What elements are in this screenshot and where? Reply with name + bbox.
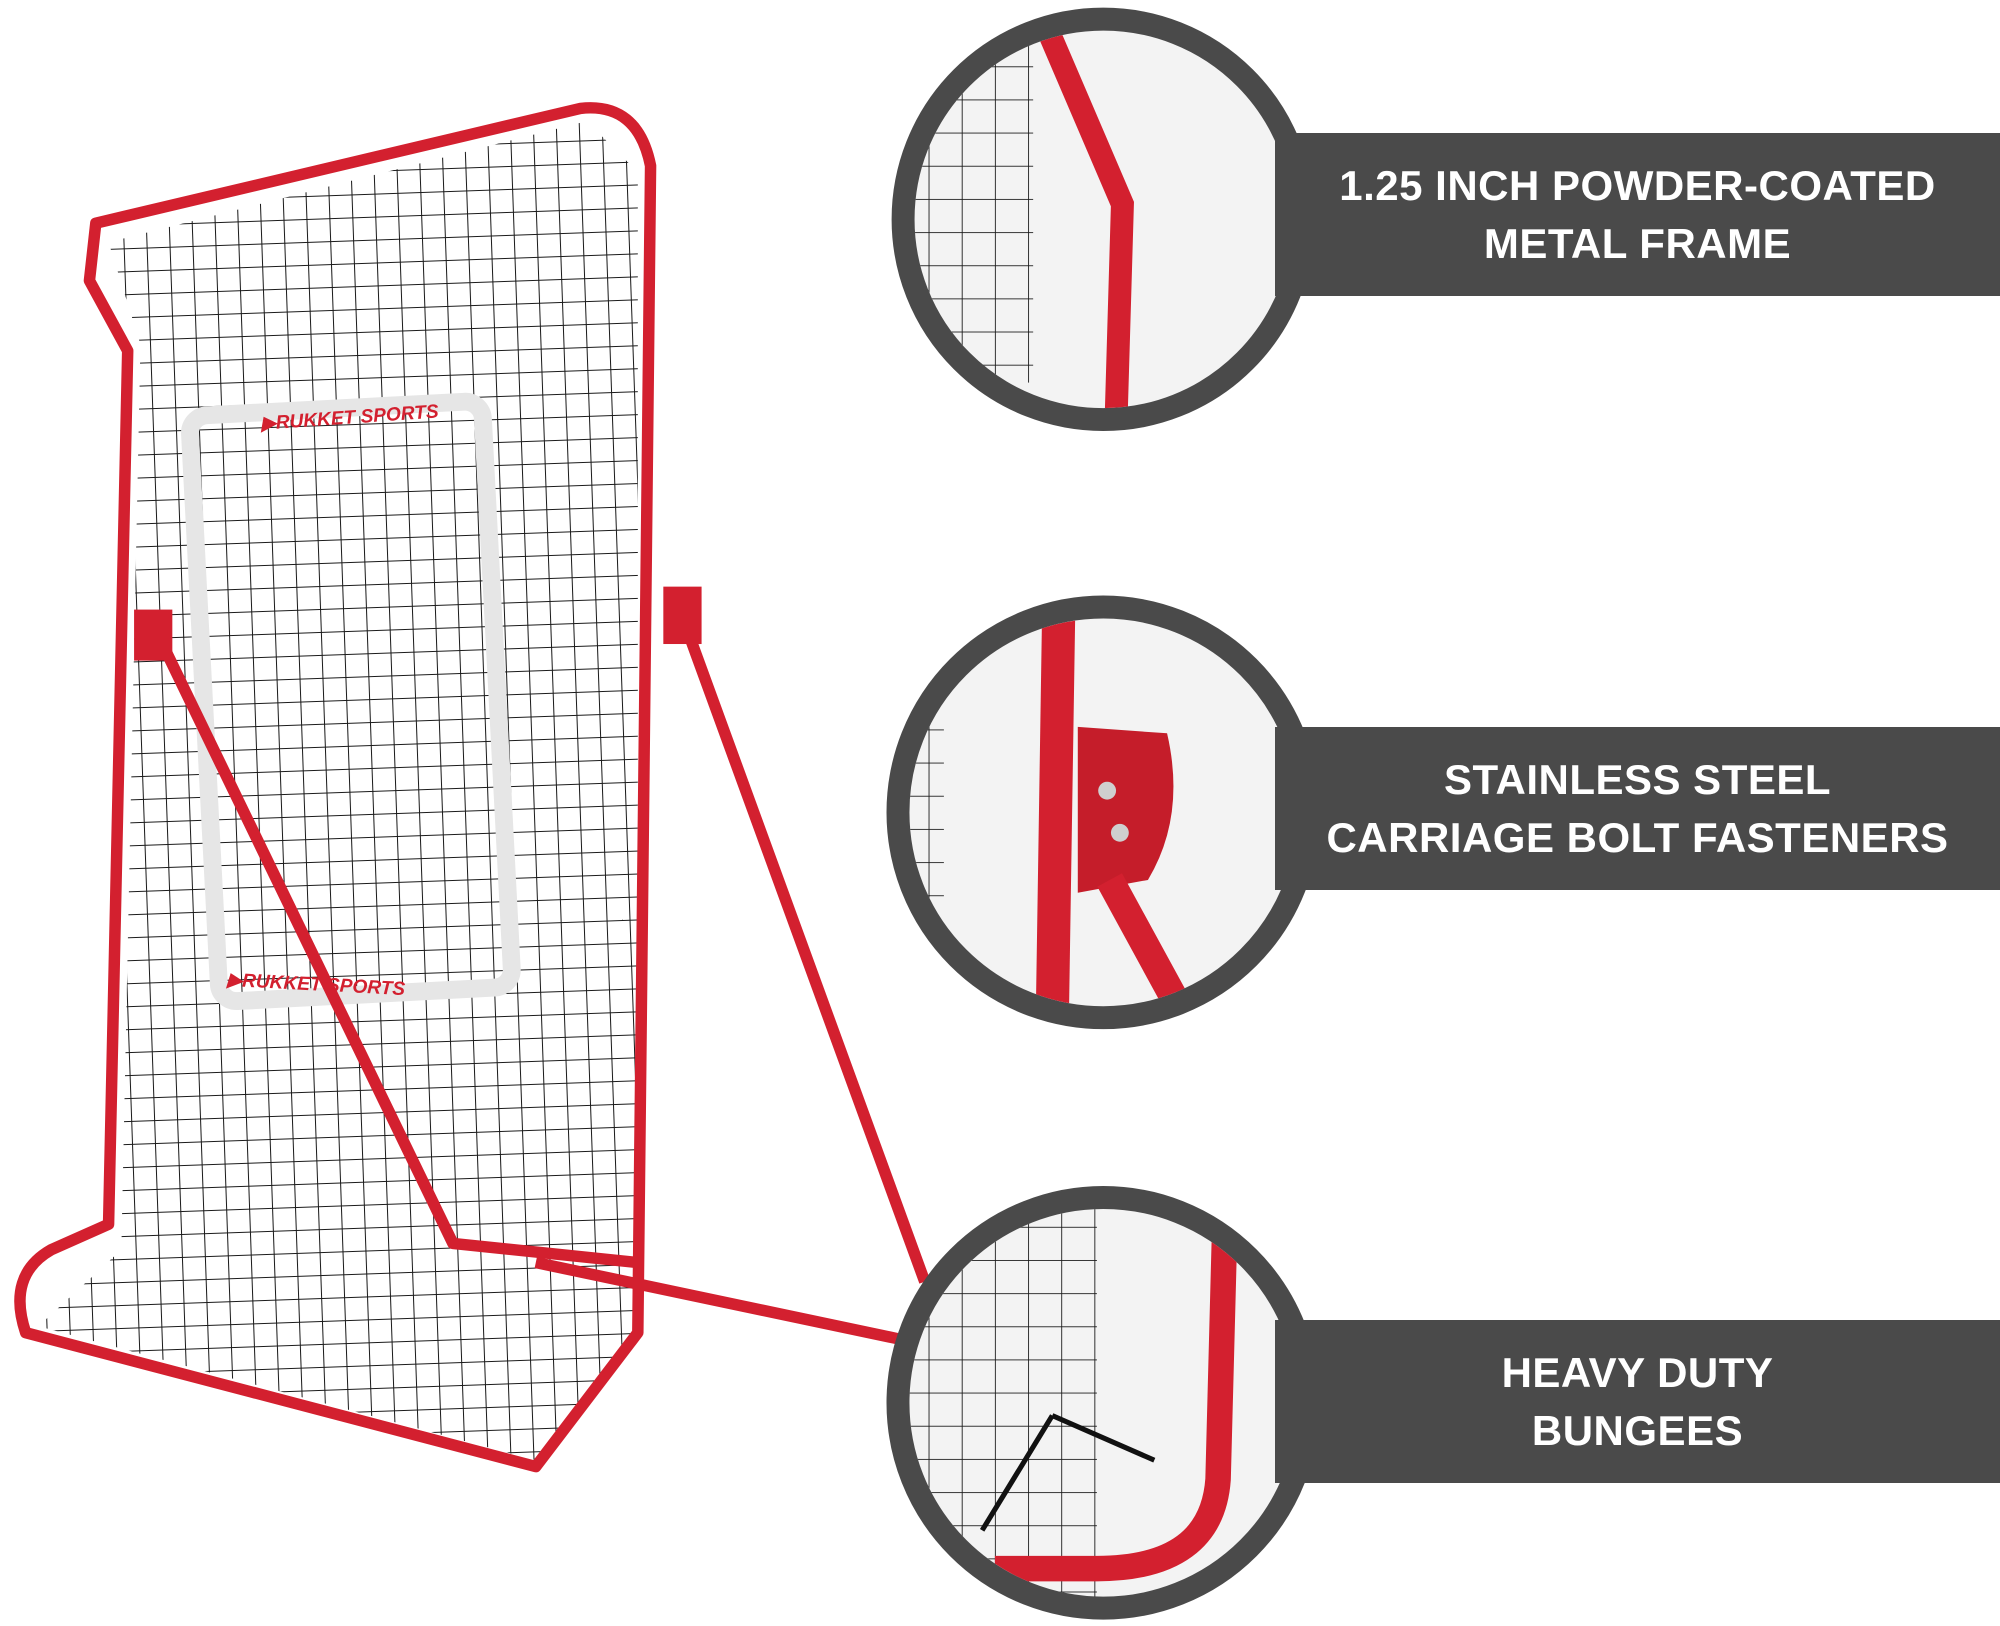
feature-line: STAINLESS STEEL	[1443, 755, 1832, 803]
bracket-left	[134, 609, 173, 661]
feature-banner-bungees: HEAVY DUTY BUNGEES	[1275, 1320, 2000, 1483]
rebounder-net: ▶RUKKET SPORTS ▶RUKKET SPORTS	[38, 121, 638, 1461]
feature-banner-frame: 1.25 INCH POWDER-COATED METAL FRAME	[1275, 133, 2000, 296]
rebounder-frame	[14, 102, 931, 1473]
detail-circle-frame	[891, 7, 1315, 432]
feature-line: HEAVY DUTY	[1501, 1348, 1774, 1396]
target-zone	[181, 392, 521, 1011]
feature-banner-fasteners: STAINLESS STEEL CARRIAGE BOLT FASTENERS	[1275, 727, 2000, 890]
detail-circle-bungee	[886, 1186, 1321, 1620]
bracket-right	[663, 586, 702, 645]
feature-line: 1.25 INCH POWDER-COATED	[1339, 161, 1936, 209]
feature-line: CARRIAGE BOLT FASTENERS	[1326, 813, 1949, 861]
feature-line: BUNGEES	[1531, 1406, 1744, 1454]
detail-circle-bolt	[886, 595, 1321, 1030]
feature-line: METAL FRAME	[1483, 219, 1792, 267]
